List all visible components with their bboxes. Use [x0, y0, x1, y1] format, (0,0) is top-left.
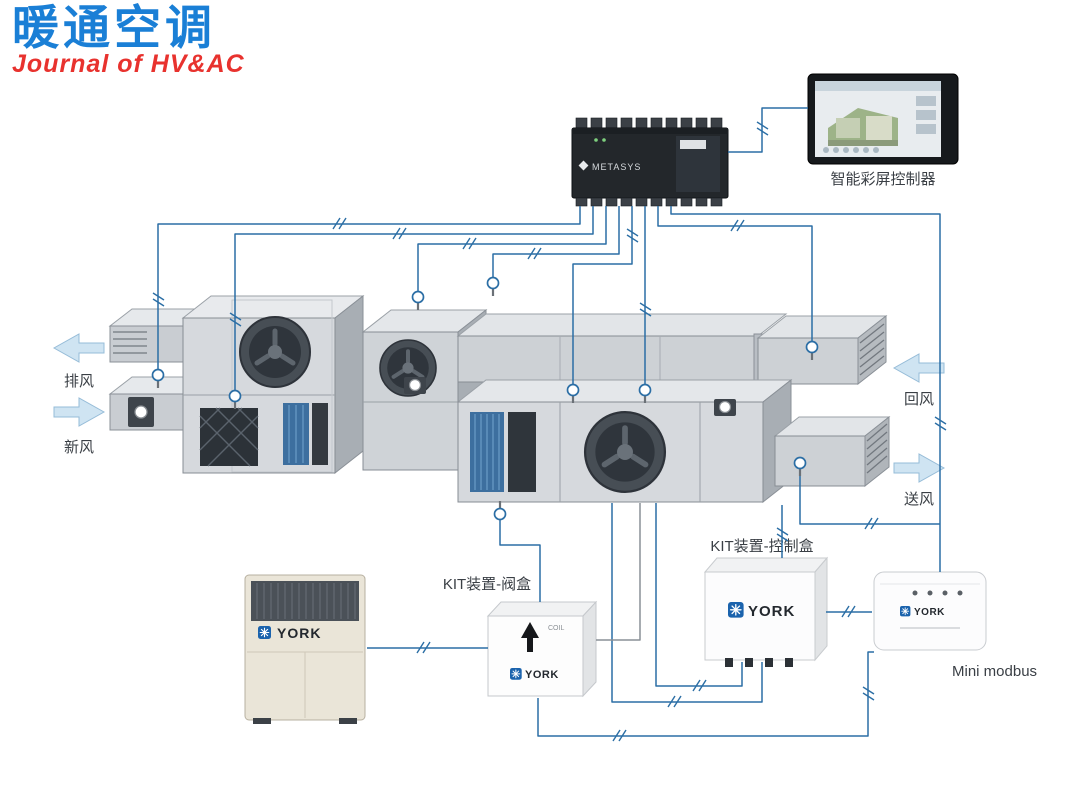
airflow-arrows: 排风 新风 回风 送风 [52, 333, 946, 508]
valve-box-body [487, 615, 584, 697]
cooling-coil-panel [470, 412, 504, 492]
supply-air-handler [456, 378, 793, 504]
exhaust-arrow [52, 333, 105, 363]
outdoor-unit-brand-text: YORK [277, 625, 321, 641]
signal-line [492, 206, 620, 277]
up-arrow-icon [521, 622, 539, 652]
supply-grille [864, 415, 890, 488]
valve-box-label: KIT装置-阀盒 [443, 576, 531, 593]
supply-duct [773, 415, 891, 488]
metasys-logo-icon [578, 160, 589, 171]
control-box-brand-text: YORK [748, 603, 795, 620]
journal-logo-title: 暖通空调 [12, 1, 216, 56]
kit-valve-box: KIT装置-阀盒 COIL YORK [443, 576, 598, 698]
signal-line [417, 206, 607, 291]
recovery-coil-panel [283, 403, 328, 465]
control-box-body [704, 571, 816, 661]
control-box-label: KIT装置-控制盒 [710, 538, 813, 555]
mounting-frame [231, 299, 333, 473]
york-logo-icon [257, 625, 272, 640]
signal-line [572, 206, 633, 384]
screen-buttons [916, 96, 936, 134]
signal-line [234, 206, 594, 390]
touchscreen-label: 智能彩屏控制器 [830, 170, 935, 188]
mini-modbus-brand-text: YORK [914, 607, 945, 618]
controller-brand-text: METASYS [592, 162, 641, 172]
return-air-label: 回风 [904, 391, 934, 408]
fresh-air-arrow [53, 397, 106, 427]
york-logo-icon [509, 667, 523, 681]
signal-line [728, 107, 808, 153]
journal-logo-subtitle: Journal of HV&AC [12, 50, 245, 79]
exhaust-fan-icon [240, 317, 310, 387]
mini-modbus-gateway: YORK Mini modbus [873, 571, 1037, 680]
york-outdoor-unit: YORK [244, 574, 366, 724]
damper-actuator [404, 377, 426, 394]
filter-panel [199, 407, 259, 467]
return-grille [857, 314, 887, 386]
kit-control-box: KIT装置-控制盒 YORK [703, 538, 829, 667]
sensor-marker [486, 276, 500, 298]
sensor-marker [411, 290, 425, 312]
unit-foot [253, 718, 271, 724]
signal-line [799, 469, 940, 525]
signal-line [655, 503, 743, 687]
supply-air-label: 送风 [904, 491, 934, 508]
valve-box-brand-text: YORK [525, 669, 559, 681]
air-handling-unit [108, 294, 891, 504]
return-air-duct [456, 313, 888, 387]
control-box-connectors [725, 658, 793, 667]
supply-fan-icon [585, 412, 665, 492]
mini-modbus-label: Mini modbus [952, 663, 1037, 680]
signal-line [499, 520, 541, 602]
return-air-arrow [892, 353, 945, 383]
heat-recovery-module [181, 294, 365, 475]
status-led [602, 138, 606, 142]
controller-terminal-row-bottom [575, 197, 723, 207]
signal-line [670, 206, 941, 572]
signal-line [611, 503, 763, 703]
unit-foot [339, 718, 357, 724]
york-logo-icon [727, 601, 745, 619]
journal-logo: 暖通空调 Journal of HV&AC [12, 4, 245, 78]
building-graphic [828, 108, 898, 146]
exhaust-grille [113, 331, 147, 354]
unit-opening [508, 412, 536, 492]
status-led [594, 138, 598, 142]
supply-air-arrow [893, 453, 946, 483]
damper-actuator [714, 399, 736, 416]
touchscreen-controller: 智能彩屏控制器 [807, 73, 959, 188]
signal-line [537, 651, 874, 737]
outdoor-unit-grille [251, 581, 359, 621]
exhaust-air-label: 排风 [64, 373, 94, 390]
refrigerant-pipe [596, 503, 641, 641]
coil-marking-text: COIL [548, 625, 564, 632]
fresh-air-duct [108, 376, 207, 431]
screen-icon-row [823, 147, 879, 153]
york-logo-icon [899, 605, 911, 617]
ddc-controller: METASYS [571, 117, 729, 207]
fresh-air-label: 新风 [64, 439, 94, 456]
fresh-air-damper-actuator [128, 397, 154, 427]
led-indicators [912, 590, 963, 596]
controller-terminal-row-top [575, 117, 723, 129]
sensor-marker [493, 499, 507, 521]
